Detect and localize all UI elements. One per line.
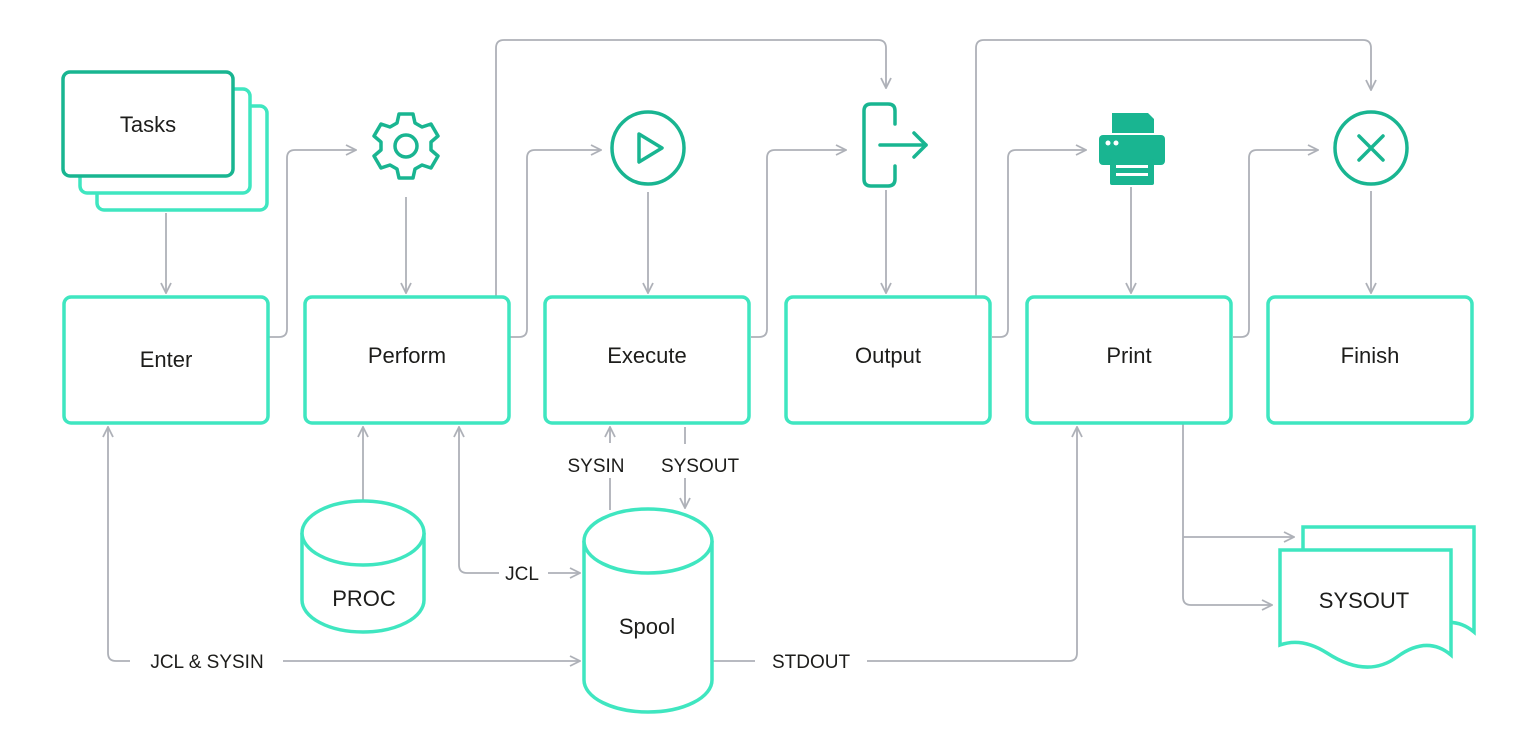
spool-database: Spool [582, 507, 714, 714]
spool-cylinder-body [582, 541, 714, 714]
stage-enter-box [62, 295, 270, 425]
stage-output: Output [784, 295, 992, 425]
stage-perform: Perform [303, 295, 511, 425]
connector-enter-gear [268, 150, 356, 338]
connectors [108, 39, 1371, 662]
proc-database: PROC [300, 499, 426, 634]
sysout-doc-label: SYSOUT [1319, 588, 1409, 613]
spool-label: Spool [619, 614, 675, 639]
label-stdout: STDOUT [772, 652, 851, 673]
connector-perform-jcl [459, 427, 499, 574]
printer-icon [1099, 113, 1165, 185]
close-circle-icon [1333, 110, 1409, 186]
connector-output-printer [992, 150, 1086, 338]
connector-print-finish-icon [1233, 150, 1318, 338]
gear-icon [372, 112, 440, 180]
connector-print-sysout-doc [1182, 423, 1272, 605]
tasks-stack: Tasks [61, 70, 269, 212]
tasks-label: Tasks [120, 112, 176, 137]
stage-enter: Enter [62, 295, 270, 425]
stage-finish-label: Finish [1341, 343, 1400, 368]
stage-output-box [784, 295, 992, 425]
connector-output-finish-loop [975, 39, 1371, 296]
connector-perform-output-loop [495, 39, 886, 296]
stage-perform-label: Perform [368, 343, 446, 368]
stage-perform-box [303, 295, 511, 425]
sysout-document: SYSOUT [1278, 525, 1476, 669]
connector-perform-play [509, 150, 601, 338]
stage-enter-label: Enter [140, 347, 193, 372]
stage-finish-box [1266, 295, 1474, 425]
proc-cylinder-top [300, 499, 426, 567]
stage-print-label: Print [1106, 343, 1151, 368]
spool-cylinder-top [582, 507, 714, 575]
stage-execute-label: Execute [607, 343, 687, 368]
exit-arrow-icon [862, 102, 928, 188]
connector-stdout-print [867, 427, 1077, 662]
stage-execute-box [543, 295, 751, 425]
tasks-card-front [61, 70, 235, 178]
connector-jcl-sysin-enter [108, 427, 130, 662]
proc-label: PROC [332, 586, 396, 611]
label-jcl: JCL [505, 564, 539, 585]
stage-print: Print [1025, 295, 1233, 425]
label-sysin: SYSIN [567, 456, 624, 477]
label-sysout: SYSOUT [661, 456, 740, 477]
stage-execute: Execute [543, 295, 751, 425]
stage-output-label: Output [855, 343, 921, 368]
connector-execute-output-icon [751, 150, 846, 338]
play-icon [610, 110, 686, 186]
sysout-doc-front [1278, 548, 1453, 669]
label-jcl-sysin: JCL & SYSIN [150, 652, 263, 673]
stage-finish: Finish [1266, 295, 1474, 425]
stage-print-box [1025, 295, 1233, 425]
